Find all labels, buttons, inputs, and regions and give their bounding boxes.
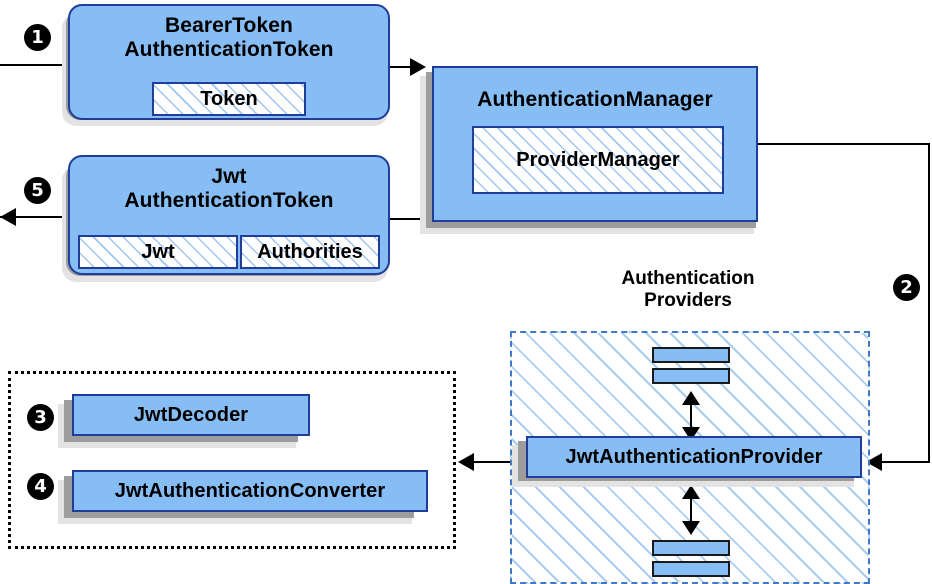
jwt-chip-label: Jwt	[141, 240, 175, 263]
providers-group-label-line1: Authentication	[621, 268, 755, 289]
provider-stub-bar-4	[652, 561, 730, 577]
jwt-authentication-token-node[interactable]: Jwt AuthenticationToken Jwt Authorities	[68, 155, 390, 275]
jwt-token-title-line2: AuthenticationToken	[124, 188, 334, 212]
step-badge-2-number: 2	[900, 277, 913, 298]
bearer-token-title-line1: BearerToken	[165, 14, 293, 37]
provider-stub-bar-3	[652, 540, 730, 556]
authentication-manager-title: AuthenticationManager	[477, 88, 713, 111]
step-badge-3-number: 3	[34, 407, 47, 428]
connector-manager-right	[758, 143, 930, 145]
connector-vertical-bottom	[690, 491, 692, 529]
token-chip-label: Token	[200, 87, 258, 110]
provider-stub-bar-1	[652, 347, 730, 363]
jwt-authentication-converter-label: JwtAuthenticationConverter	[114, 479, 386, 502]
connector-manager-to-result	[382, 218, 432, 220]
step-badge-1-number: 1	[31, 27, 44, 48]
jwt-authentication-provider-label: JwtAuthenticationProvider	[565, 445, 823, 468]
provider-stub-bar-2	[652, 368, 730, 384]
step-badge-4-number: 4	[34, 476, 47, 497]
jwt-decoder-node[interactable]: JwtDecoder	[72, 394, 310, 436]
step-badge-5: 5	[24, 177, 51, 204]
arrowhead-down-bottom	[682, 521, 700, 535]
connector-vertical-top	[690, 397, 692, 435]
step-badge-5-number: 5	[31, 180, 44, 201]
authorities-chip-label: Authorities	[257, 240, 363, 263]
jwt-chip: Jwt	[78, 235, 238, 269]
authorities-chip: Authorities	[240, 235, 380, 269]
arrowhead-rail-to-provider	[866, 453, 882, 471]
bearer-token-title-line2: AuthenticationToken	[124, 37, 334, 61]
provider-manager-chip: ProviderManager	[472, 126, 724, 194]
jwt-decoder-label: JwtDecoder	[133, 403, 249, 426]
provider-manager-chip-label: ProviderManager	[516, 148, 680, 171]
authentication-manager-node[interactable]: AuthenticationManager ProviderManager	[432, 66, 758, 222]
connector-request-in	[0, 64, 72, 66]
jwt-authentication-provider-node[interactable]: JwtAuthenticationProvider	[526, 436, 862, 478]
bearer-token-title: BearerToken AuthenticationToken	[70, 14, 388, 61]
jwt-authentication-converter-node[interactable]: JwtAuthenticationConverter	[72, 470, 428, 512]
providers-group-label: Authentication Providers	[566, 268, 810, 312]
bearer-token-authentication-token-node[interactable]: BearerToken AuthenticationToken Token	[68, 4, 390, 120]
providers-group-label-line2: Providers	[644, 289, 732, 311]
arrowhead-provider-to-support	[458, 453, 474, 471]
token-chip: Token	[152, 82, 306, 116]
connector-rail-to-provider	[872, 461, 930, 463]
step-badge-2: 2	[893, 274, 920, 301]
arrowhead-result-out	[0, 208, 16, 226]
jwt-token-title-line1: Jwt	[211, 165, 247, 188]
step-badge-4: 4	[27, 473, 54, 500]
step-badge-3: 3	[27, 404, 54, 431]
connector-token-to-manager	[388, 66, 424, 68]
arrowhead-token-to-manager	[410, 58, 426, 76]
connector-result-out	[0, 216, 72, 218]
connector-provider-to-support	[468, 461, 526, 463]
jwt-token-title: Jwt AuthenticationToken	[70, 165, 388, 212]
step-badge-1: 1	[24, 24, 51, 51]
connector-right-rail	[928, 143, 930, 462]
